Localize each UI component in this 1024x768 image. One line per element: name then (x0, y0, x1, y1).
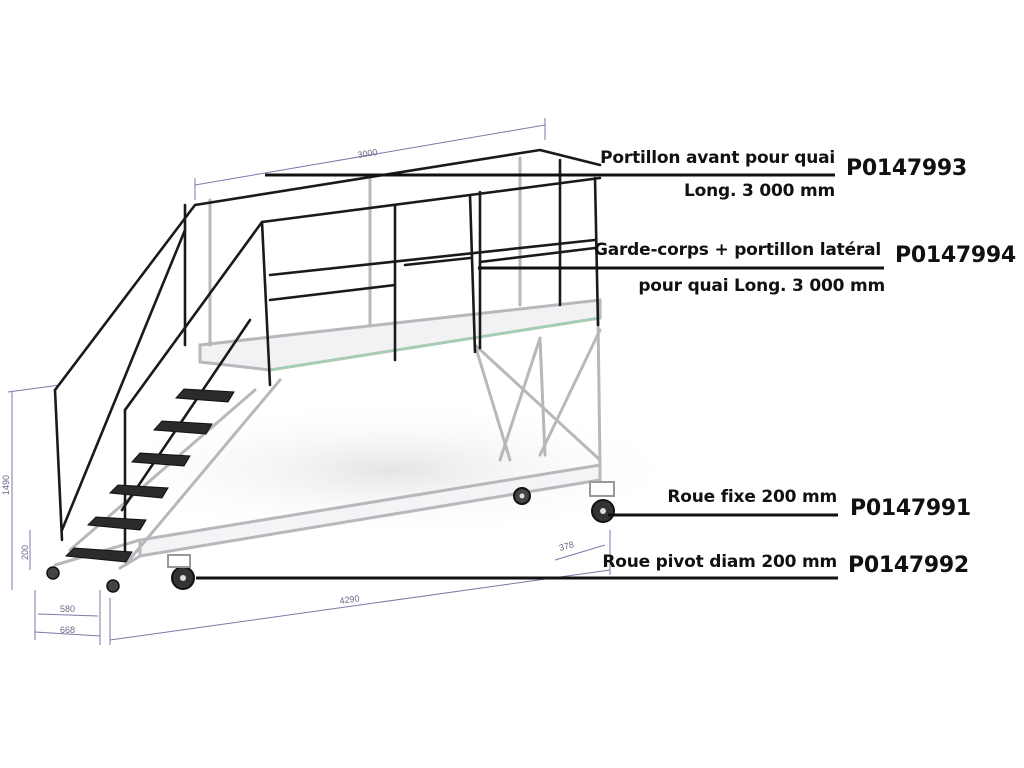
dim-foot-depth: 580 (60, 604, 75, 614)
stair-treads (64, 388, 235, 563)
dimension-labels: 3000 1490 200 580 668 4290 378 (1, 147, 575, 635)
leader-lines (196, 173, 884, 580)
callout-side-guard-title: Garde-corps + portillon latéral (593, 240, 881, 260)
ref-front-gate: P0147993 (846, 156, 967, 181)
ref-pivot-wheel: P0147992 (848, 553, 969, 578)
dim-foot-width: 668 (60, 625, 75, 635)
dimension-lines (7, 118, 611, 645)
callout-pivot-wheel: Roue pivot diam 200 mm (602, 552, 837, 572)
floor-shadow (90, 400, 690, 540)
dim-base-length: 4290 (339, 593, 360, 606)
guard-rails (53, 148, 602, 562)
rear-inner-wheel (513, 487, 531, 505)
callout-fixed-wheel: Roue fixe 200 mm (667, 487, 837, 507)
front-pivot-wheel (167, 554, 195, 590)
callout-front-gate-length: Long. 3 000 mm (684, 181, 835, 201)
ref-side-guard: P0147994 (895, 243, 1016, 268)
dim-total-height: 1490 (1, 475, 11, 495)
dim-rear-offset: 378 (558, 539, 575, 553)
dim-platform-length: 3000 (357, 147, 378, 160)
callout-front-gate-title: Portillon avant pour quai (600, 148, 835, 168)
ref-fixed-wheel: P0147991 (850, 496, 971, 521)
wheels (46, 481, 615, 593)
platform-frame (53, 156, 602, 570)
dim-step-height: 200 (20, 545, 30, 560)
callout-side-guard-length: pour quai Long. 3 000 mm (638, 276, 885, 296)
front-foot-wheel-left (46, 566, 60, 580)
front-foot-wheel-right (106, 579, 120, 593)
